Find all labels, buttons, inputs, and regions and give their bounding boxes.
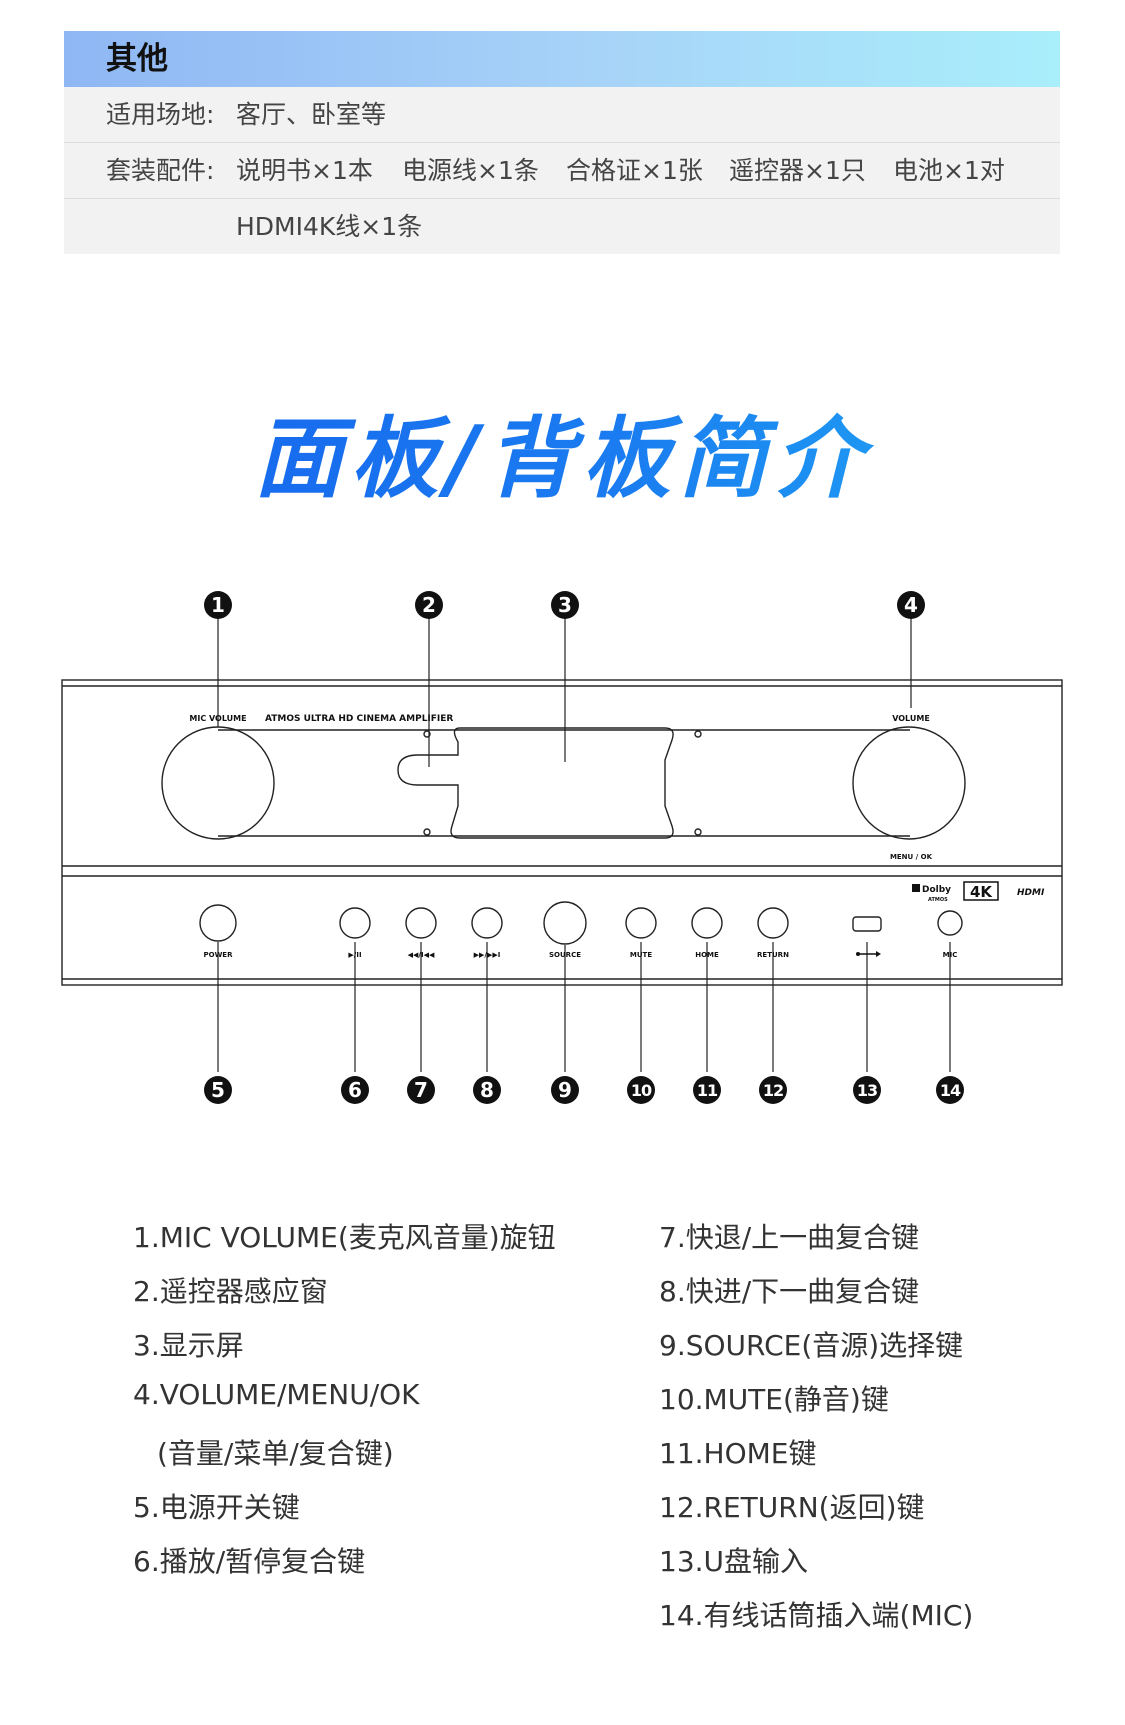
spec-row-scene: 适用场地: 客厅、卧室等 xyxy=(64,87,1060,142)
accessory-item: 遥控器×1只 xyxy=(729,156,866,185)
svg-text:14: 14 xyxy=(940,1081,961,1100)
dolby-icon xyxy=(912,884,920,892)
spec-row-accessories: 套装配件: 说明书×1本 电源线×1条 合格证×1张 遥控器×1只 电池×1对 xyxy=(64,142,1060,198)
4k-label: 4K xyxy=(970,883,993,901)
legend-item: 13.U盘输入 xyxy=(659,1545,809,1578)
accessory-item: 电池×1对 xyxy=(893,156,1005,185)
svg-text:4: 4 xyxy=(904,593,918,617)
button-label: MIC xyxy=(943,951,958,959)
marker-7: 7 xyxy=(407,1076,435,1104)
volume-label: VOLUME xyxy=(892,714,930,723)
accessory-item: HDMI4K线×1条 xyxy=(236,212,423,241)
mic-jack xyxy=(937,910,963,936)
button-label: SOURCE xyxy=(549,951,581,959)
marker-1: 1 xyxy=(204,591,232,619)
accessories-label: 套装配件: xyxy=(106,156,215,185)
marker-12: 12 xyxy=(759,1076,787,1104)
volume-knob xyxy=(852,726,966,840)
legend-item: 8.快进/下一曲复合键 xyxy=(659,1275,920,1308)
legend-item: 1.MIC VOLUME(麦克风音量)旋钮 xyxy=(133,1221,556,1254)
accessory-item: 电源线×1条 xyxy=(402,156,539,185)
marker-3: 3 xyxy=(551,591,579,619)
legend-item: 7.快退/上一曲复合键 xyxy=(659,1221,920,1254)
front-panel-diagram: MIC VOLUME ATMOS ULTRA HD CINEMA AMPLIFI… xyxy=(61,591,1063,1104)
display-window xyxy=(397,727,674,839)
home-button xyxy=(691,907,723,939)
accessory-item: 说明书×1本 xyxy=(236,156,373,185)
legend-left: 1.MIC VOLUME(麦克风音量)旋钮 2.遥控器感应窗 3.显示屏 4.V… xyxy=(133,1216,613,1616)
legend-item: 9.SOURCE(音源)选择键 xyxy=(659,1329,964,1362)
usb-port xyxy=(852,916,882,932)
rewind-button xyxy=(405,907,437,939)
spec-header: 其他 xyxy=(64,31,1060,87)
svg-text:10: 10 xyxy=(631,1081,652,1100)
button-label: POWER xyxy=(204,951,234,959)
legend-item: 11.HOME键 xyxy=(659,1437,817,1470)
atmos-label: ATMOS xyxy=(928,897,948,903)
legend-item: 5.电源开关键 xyxy=(133,1491,300,1524)
marker-6: 6 xyxy=(341,1076,369,1104)
mic-volume-label: MIC VOLUME xyxy=(189,714,246,723)
button-label: ▶▶/▶▶I xyxy=(474,951,501,959)
legend-right: 7.快退/上一曲复合键 8.快进/下一曲复合键 9.SOURCE(音源)选择键 … xyxy=(659,1216,1079,1656)
legend-item: 6.播放/暂停复合键 xyxy=(133,1545,366,1578)
marker-10: 10 xyxy=(627,1076,655,1104)
marker-2: 2 xyxy=(415,591,443,619)
section-title: 面板/背板简介 xyxy=(0,388,1125,515)
marker-11: 11 xyxy=(693,1076,721,1104)
amplifier-body xyxy=(61,679,1063,986)
svg-text:6: 6 xyxy=(348,1078,362,1102)
svg-text:12: 12 xyxy=(763,1081,783,1100)
mute-button xyxy=(625,907,657,939)
legend-item: 10.MUTE(静音)键 xyxy=(659,1383,889,1416)
usb-icon xyxy=(856,951,881,957)
marker-5: 5 xyxy=(204,1076,232,1104)
return-button xyxy=(757,907,789,939)
legend-item: 2.遥控器感应窗 xyxy=(133,1275,328,1308)
source-button xyxy=(543,901,587,945)
power-button xyxy=(199,904,237,942)
svg-text:1: 1 xyxy=(211,593,225,617)
svg-text:13: 13 xyxy=(857,1081,877,1100)
svg-text:11: 11 xyxy=(697,1081,718,1100)
play-pause-button xyxy=(339,907,371,939)
mic-volume-knob xyxy=(161,726,275,840)
svg-text:3: 3 xyxy=(558,593,572,617)
button-label: ▶/II xyxy=(348,951,361,959)
brand-line: ATMOS ULTRA HD CINEMA AMPLIFIER xyxy=(265,714,453,724)
legend-item: 4.VOLUME/MENU/OK xyxy=(133,1378,420,1411)
legend-item: 14.有线话筒插入端(MIC) xyxy=(659,1599,974,1632)
button-label: ◀◀/I◀◀ xyxy=(408,951,435,959)
svg-text:5: 5 xyxy=(211,1078,225,1102)
button-label: MUTE xyxy=(630,951,652,959)
4k-badge-icon xyxy=(963,881,999,901)
menu-ok-label: MENU / OK xyxy=(890,853,933,861)
marker-13: 13 xyxy=(853,1076,881,1104)
svg-text:2: 2 xyxy=(422,593,436,617)
scene-label: 适用场地: xyxy=(106,100,215,129)
fast-forward-button xyxy=(471,907,503,939)
marker-14: 14 xyxy=(936,1076,964,1104)
legend-item: (音量/菜单/复合键) xyxy=(157,1437,394,1470)
marker-8: 8 xyxy=(473,1076,501,1104)
marker-9: 9 xyxy=(551,1076,579,1104)
svg-text:8: 8 xyxy=(480,1078,494,1102)
legend-item: 12.RETURN(返回)键 xyxy=(659,1491,925,1524)
svg-text:7: 7 xyxy=(414,1078,428,1102)
legend-item: 3.显示屏 xyxy=(133,1329,244,1362)
svg-text:9: 9 xyxy=(558,1078,572,1102)
dolby-label: Dolby xyxy=(922,885,951,895)
button-label: RETURN xyxy=(757,951,789,959)
accessory-item: 合格证×1张 xyxy=(566,156,703,185)
marker-4: 4 xyxy=(897,591,925,619)
button-label: HOME xyxy=(695,951,719,959)
spec-row-accessories-extra: HDMI4K线×1条 xyxy=(64,198,1060,254)
scene-value: 客厅、卧室等 xyxy=(236,100,387,129)
spec-table: 其他 适用场地: 客厅、卧室等 套装配件: 说明书×1本 电源线×1条 合格证×… xyxy=(64,31,1060,254)
hdmi-logo: HDMI xyxy=(1017,888,1045,898)
